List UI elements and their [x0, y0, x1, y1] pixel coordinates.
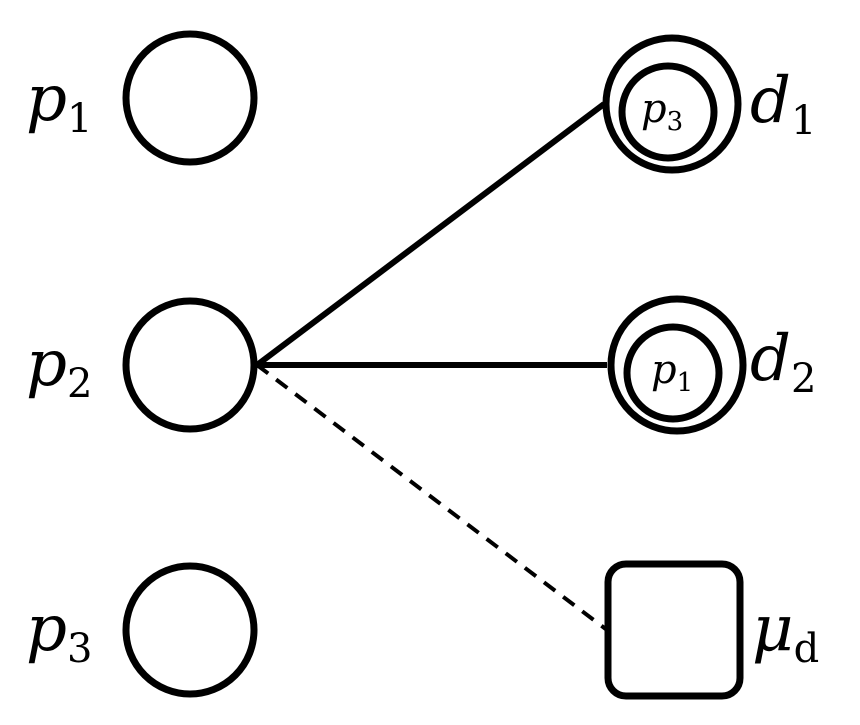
edge-p2-d1	[255, 101, 606, 368]
label-mu-d: μd	[752, 592, 819, 672]
node-mu-d	[604, 560, 744, 700]
label-d2: d2	[750, 322, 816, 402]
label-d1-inner: p3	[641, 86, 683, 137]
node-d1-inner	[618, 62, 718, 162]
node-d2-inner	[623, 323, 723, 423]
node-d1-outer	[602, 34, 742, 174]
label-p3: p3	[26, 592, 92, 672]
node-p3	[122, 562, 258, 698]
label-d1: d1	[750, 64, 816, 144]
edge-p2-mud-dashed	[255, 363, 609, 632]
node-p1	[122, 30, 258, 166]
label-d2-inner: p1	[651, 347, 693, 398]
node-d2-outer	[607, 295, 747, 435]
label-p2: p2	[26, 327, 92, 407]
label-p1: p1	[26, 62, 92, 142]
node-p2	[122, 297, 258, 433]
